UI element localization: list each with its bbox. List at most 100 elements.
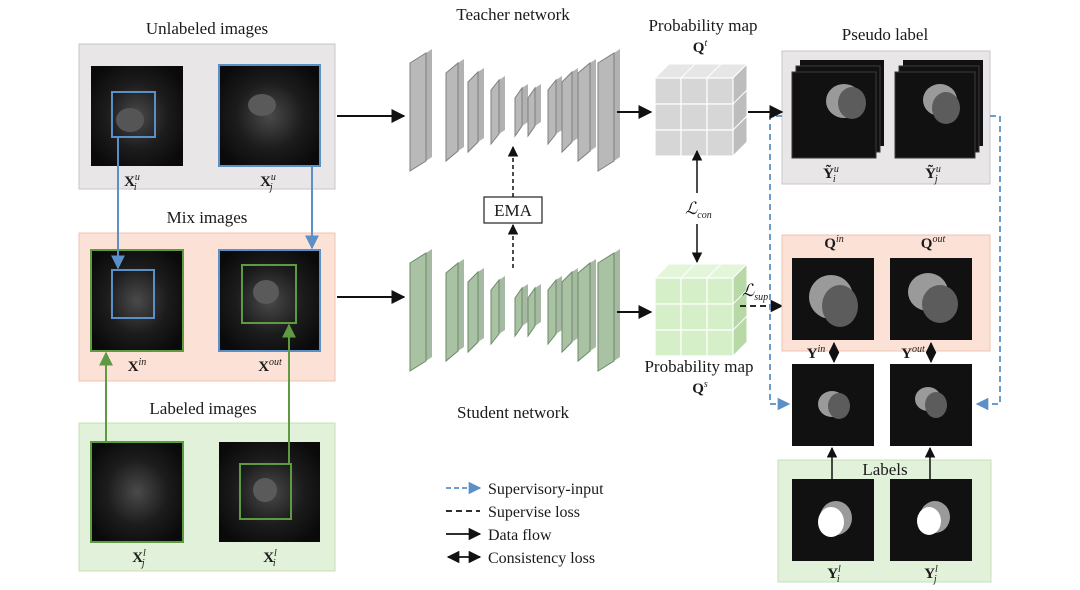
cube-q-s-grid-line bbox=[732, 289, 748, 305]
y-in-map bbox=[792, 364, 874, 446]
legend-data-flow: Data flow bbox=[446, 527, 552, 544]
legend-consistency-loss: Consistency loss bbox=[446, 550, 595, 567]
teacher-layer-9 bbox=[577, 61, 591, 163]
teacher-title: Teacher network bbox=[456, 5, 570, 24]
cube-q-s-cell bbox=[654, 303, 682, 331]
legend-supervise-loss: Supervise loss bbox=[446, 504, 580, 521]
student-layer-side-8 bbox=[572, 268, 578, 342]
teacher-layer-10 bbox=[597, 52, 615, 172]
svg-text:Supervise loss: Supervise loss bbox=[488, 504, 580, 521]
teacher-layer-side-6 bbox=[535, 84, 541, 126]
cube-q-s-cell bbox=[706, 303, 734, 331]
cube-q-t-side bbox=[732, 62, 748, 158]
student-layer-4 bbox=[490, 278, 500, 346]
cube-q-s-grid-line bbox=[680, 263, 696, 279]
cube-q-t-cell bbox=[706, 77, 734, 105]
student-layer-side-2 bbox=[458, 259, 464, 351]
image-x-in bbox=[90, 249, 184, 352]
cube-q-s-cell bbox=[654, 277, 682, 305]
cube-q-t-cell bbox=[706, 129, 734, 157]
labels-title: Labels bbox=[862, 460, 907, 479]
student-layer-5 bbox=[514, 286, 523, 338]
teacher-layer-5 bbox=[514, 86, 523, 138]
ema-label: EMA bbox=[494, 201, 533, 220]
cube-q-s-top bbox=[653, 263, 749, 279]
teacher-layer-1 bbox=[409, 52, 427, 172]
y-out-map bbox=[890, 364, 972, 446]
cube-q-t bbox=[653, 62, 749, 158]
mix-title: Mix images bbox=[167, 208, 248, 227]
cube-q-t-cell bbox=[706, 103, 734, 131]
cube-q-t-grid-line bbox=[732, 115, 748, 131]
teacher-layer-7 bbox=[547, 78, 557, 146]
label-map-j bbox=[890, 479, 972, 561]
unlabeled-title: Unlabeled images bbox=[146, 19, 268, 38]
cube-q-s-cell bbox=[680, 329, 708, 357]
cube-q-s-cell bbox=[706, 329, 734, 357]
student-layer-side-9 bbox=[590, 259, 596, 351]
student-layer-side-5 bbox=[522, 284, 528, 326]
teacher-layer-side-8 bbox=[572, 68, 578, 142]
q-out-map bbox=[890, 258, 972, 340]
supervisory-input-right bbox=[975, 115, 1001, 411]
pseudo-label-j bbox=[894, 60, 983, 159]
q-in-map bbox=[792, 258, 874, 340]
ema-box bbox=[483, 196, 543, 224]
cube-q-s bbox=[653, 262, 749, 358]
student-layer-8 bbox=[561, 270, 573, 354]
svg-text:Consistency loss: Consistency loss bbox=[488, 550, 595, 567]
cube-q-t-top bbox=[653, 63, 749, 79]
labeled-title: Labeled images bbox=[149, 399, 256, 418]
legend: Supervisory-input Supervise loss Data fl… bbox=[446, 481, 604, 567]
cube-q-t-cell bbox=[680, 77, 708, 105]
cube-q-t-cell bbox=[654, 77, 682, 105]
teacher-layer-4 bbox=[490, 78, 500, 146]
teacher-layer-side-5 bbox=[522, 84, 528, 126]
student-layer-3 bbox=[467, 270, 479, 354]
cube-q-s-cell bbox=[706, 277, 734, 305]
teacher-layer-8 bbox=[561, 70, 573, 154]
legend-supervisory-input: Supervisory-input bbox=[446, 481, 604, 498]
student-layer-side-4 bbox=[499, 276, 505, 334]
cube-q-t-cell bbox=[680, 103, 708, 131]
svg-text:Data flow: Data flow bbox=[488, 527, 552, 544]
teacher-layer-side-10 bbox=[614, 49, 620, 161]
teacher-layer-side-7 bbox=[556, 76, 562, 134]
label-y-out: Yout bbox=[901, 344, 925, 362]
student-layer-9 bbox=[577, 261, 591, 363]
pseudo-label-title: Pseudo label bbox=[842, 25, 929, 44]
cube-q-s-cell bbox=[680, 303, 708, 331]
label-map-i bbox=[792, 479, 874, 561]
student-layer-side-1 bbox=[426, 249, 432, 361]
teacher-layer-3 bbox=[467, 70, 479, 154]
label-q-s: Qs bbox=[692, 379, 708, 397]
teacher-layer-side-2 bbox=[458, 59, 464, 151]
label-l-con: ℒcon bbox=[685, 199, 712, 221]
cube-q-s-cell bbox=[654, 329, 682, 357]
teacher-layer-side-3 bbox=[478, 68, 484, 142]
student-network bbox=[409, 249, 620, 372]
label-x-in: Xin bbox=[128, 357, 147, 375]
label-q-t: Qt bbox=[693, 38, 708, 56]
cube-q-t-cell bbox=[654, 129, 682, 157]
label-l-sup: ℒsup bbox=[742, 281, 768, 303]
student-layer-10 bbox=[597, 252, 615, 372]
label-y-in: Yin bbox=[807, 344, 826, 362]
student-layer-1 bbox=[409, 252, 427, 372]
cube-q-t-grid-line bbox=[680, 63, 696, 79]
teacher-network bbox=[409, 49, 620, 172]
student-layer-6 bbox=[527, 286, 536, 338]
image-xi-u bbox=[91, 66, 183, 166]
teacher-layer-2 bbox=[445, 61, 459, 163]
label-x-out: Xout bbox=[258, 357, 282, 375]
image-x-out bbox=[218, 249, 321, 352]
teacher-layer-side-4 bbox=[499, 76, 505, 134]
pseudo-label-i bbox=[791, 60, 884, 159]
